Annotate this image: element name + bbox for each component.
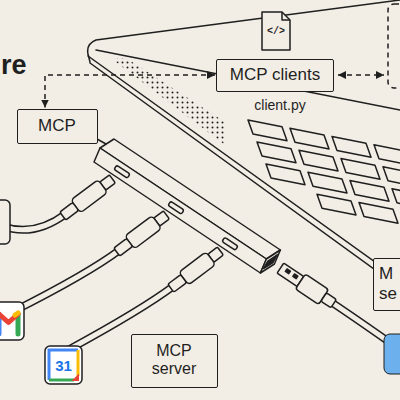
laptop-lid bbox=[88, 0, 400, 62]
hub-front bbox=[94, 148, 266, 273]
hub-usb-c-port bbox=[114, 165, 130, 178]
calendar-icon bbox=[45, 346, 82, 384]
key bbox=[248, 120, 287, 141]
cables bbox=[2, 214, 392, 350]
key bbox=[266, 164, 305, 185]
heading-fragment: re bbox=[1, 50, 27, 81]
file-name: client.py bbox=[254, 97, 305, 113]
dashed-connector bbox=[45, 75, 215, 108]
hub-end bbox=[260, 250, 280, 273]
box-label: MCP bbox=[38, 116, 76, 136]
hub-usb-c-port bbox=[168, 201, 184, 214]
box-label: M se bbox=[379, 264, 400, 303]
process-box: M se bbox=[373, 258, 400, 311]
key bbox=[350, 181, 389, 202]
process-box: MCP server bbox=[131, 334, 218, 388]
key bbox=[257, 142, 296, 163]
usb-c-connectors bbox=[58, 173, 339, 312]
box-label: MCP server bbox=[142, 342, 206, 379]
key bbox=[308, 172, 347, 193]
laptop-outline bbox=[88, 0, 400, 288]
laptop-front-edge bbox=[88, 56, 400, 280]
key bbox=[359, 203, 398, 224]
key bbox=[341, 159, 380, 180]
cable bbox=[2, 214, 66, 230]
speaker-grille bbox=[112, 58, 225, 145]
cable bbox=[12, 250, 120, 312]
process-box: MCP clients bbox=[216, 59, 334, 92]
document-icon bbox=[262, 12, 290, 50]
usb-c-plug bbox=[166, 245, 225, 295]
key bbox=[383, 167, 400, 188]
cable bbox=[12, 250, 120, 312]
keyboard bbox=[248, 120, 400, 223]
laptop-base-edge bbox=[90, 63, 400, 288]
usb-c-plug bbox=[112, 209, 171, 259]
dashed-arrow bbox=[338, 74, 384, 76]
usb-a-plug bbox=[275, 261, 338, 311]
process-box: MCP bbox=[17, 109, 98, 144]
hub-usb-a-port bbox=[264, 255, 278, 269]
key bbox=[299, 150, 338, 171]
device-box bbox=[0, 200, 10, 244]
hub-usb-c-port bbox=[222, 237, 238, 250]
cable bbox=[2, 214, 66, 230]
app-icon bbox=[384, 334, 400, 374]
date-number: 31 bbox=[55, 357, 72, 374]
document-fold bbox=[282, 12, 290, 20]
key bbox=[290, 128, 329, 149]
usb-c-plug bbox=[58, 173, 117, 223]
usb-hub bbox=[94, 139, 280, 273]
hub-top bbox=[100, 139, 280, 259]
key bbox=[332, 137, 371, 158]
code-symbol: </> bbox=[267, 26, 285, 38]
key bbox=[317, 194, 356, 215]
mail-icon bbox=[0, 302, 24, 340]
box-label: MCP clients bbox=[230, 65, 320, 85]
key bbox=[392, 189, 400, 210]
key bbox=[374, 145, 400, 166]
leader-line bbox=[97, 139, 106, 144]
dashed-box bbox=[388, 4, 400, 88]
document-sheet bbox=[262, 12, 290, 50]
